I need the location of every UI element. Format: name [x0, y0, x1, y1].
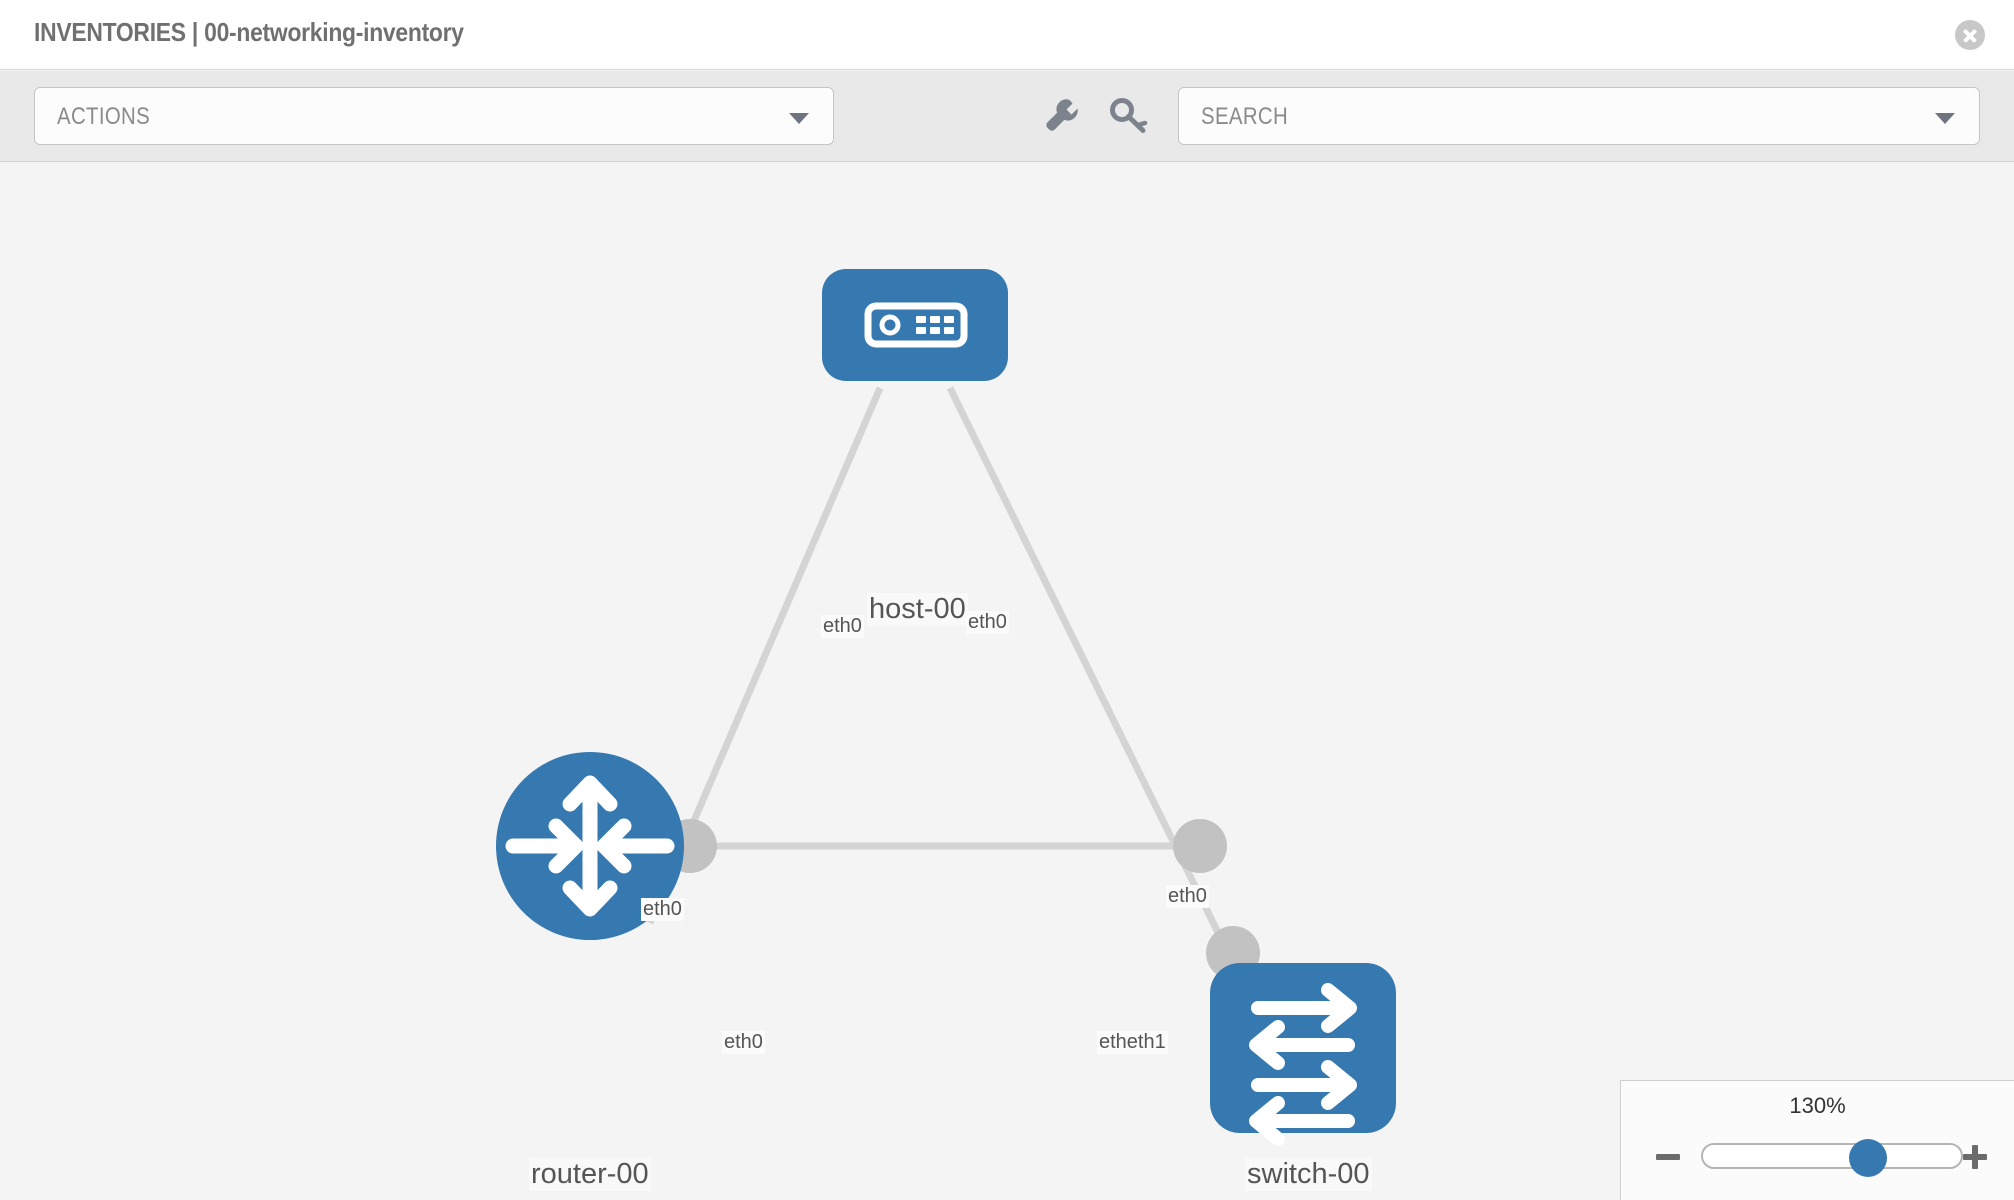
chevron-down-icon	[1935, 113, 1955, 124]
node-label-router: router-00	[529, 1158, 651, 1191]
topology-graph	[496, 269, 1396, 1146]
zoom-percent-label: 130%	[1789, 1093, 1846, 1118]
node-router-00[interactable]	[496, 752, 684, 940]
actions-dropdown-label: ACTIONS	[57, 103, 151, 130]
zoom-in-button[interactable]	[1960, 1141, 1990, 1171]
key-icon[interactable]	[1105, 91, 1153, 139]
chevron-down-icon	[789, 113, 809, 124]
actions-dropdown[interactable]: ACTIONS	[34, 87, 834, 145]
zoom-slider-handle[interactable]	[1848, 1139, 1887, 1177]
close-icon[interactable]	[1955, 20, 1985, 50]
edge-label-router-up: eth0	[641, 898, 684, 921]
wrench-icon[interactable]	[1038, 91, 1086, 139]
search-placeholder: SEARCH	[1201, 103, 1289, 130]
edge-label-router-eth0: eth0	[722, 1031, 765, 1054]
node-switch-00[interactable]	[1210, 963, 1396, 1146]
node-label-switch: switch-00	[1245, 1158, 1372, 1191]
port-switch-eth1[interactable]	[1173, 819, 1227, 873]
page-header: INVENTORIES | 00-networking-inventory	[0, 0, 2014, 70]
topology-canvas[interactable]: host-00 router-00 switch-00 eth0 eth0 et…	[0, 163, 2014, 1200]
zoom-out-button[interactable]	[1653, 1141, 1683, 1171]
node-host-00[interactable]	[822, 269, 1008, 381]
edge-label-switch-up: eth0	[1166, 885, 1209, 908]
edge-label-host-left: eth0	[821, 615, 864, 638]
zoom-control-panel: 130%	[1620, 1080, 2014, 1200]
edge-label-switch-eth1: etheth1	[1097, 1031, 1168, 1054]
search-input[interactable]: SEARCH	[1178, 87, 1980, 145]
edge-label-host-right: eth0	[966, 611, 1009, 634]
zoom-slider[interactable]	[1701, 1139, 1963, 1177]
node-label-host: host-00	[867, 593, 968, 626]
page-title: INVENTORIES | 00-networking-inventory	[34, 17, 464, 47]
toolbar: ACTIONS SEARCH	[0, 71, 2014, 162]
